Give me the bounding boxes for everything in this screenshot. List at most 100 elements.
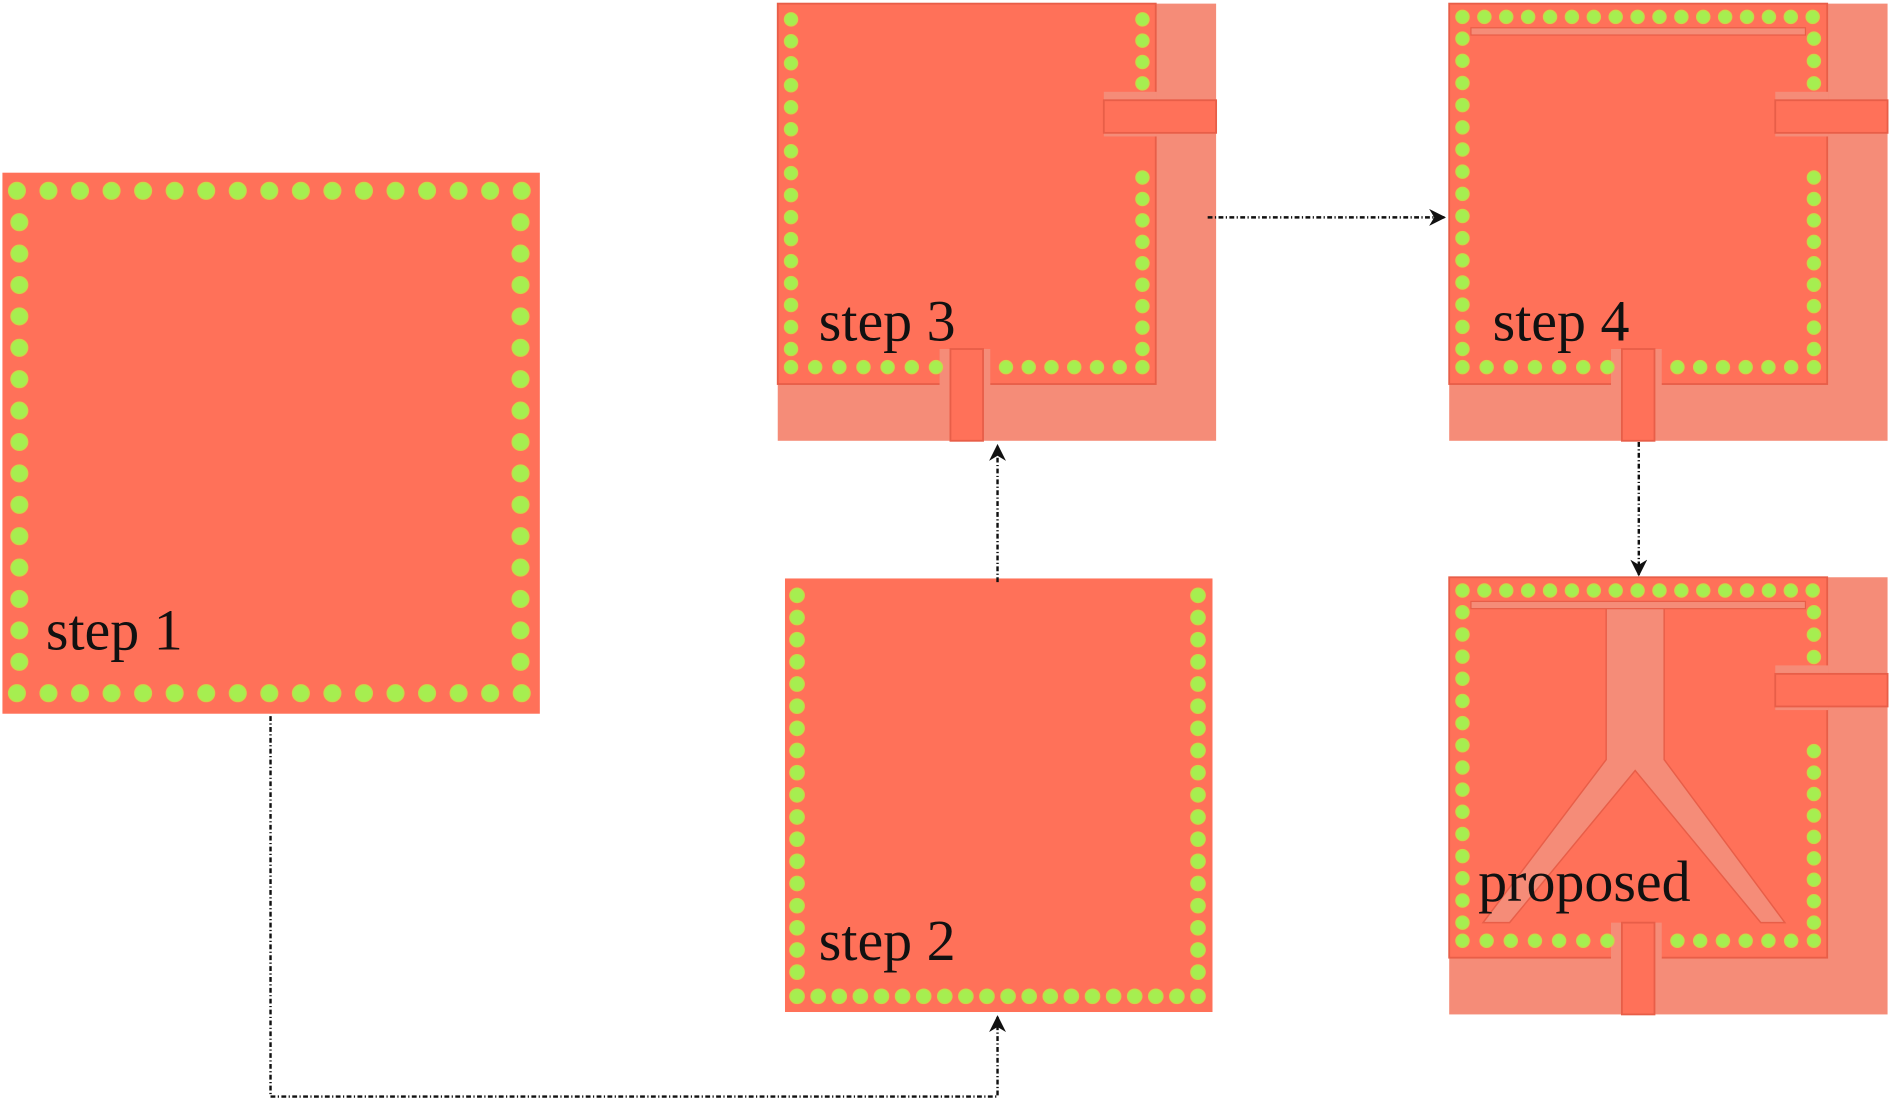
via-dot bbox=[1105, 988, 1122, 1005]
via-dot bbox=[936, 988, 953, 1005]
via-dot bbox=[1455, 782, 1470, 797]
via-dot bbox=[852, 988, 869, 1005]
via-dot bbox=[789, 786, 805, 803]
via-dot bbox=[323, 684, 342, 703]
via-dot bbox=[228, 684, 247, 703]
via-dot bbox=[1190, 631, 1206, 648]
via-dot bbox=[1542, 583, 1558, 598]
via-dot bbox=[512, 684, 531, 703]
via-dot bbox=[1717, 9, 1733, 25]
via-dot bbox=[1806, 213, 1822, 228]
via-dot bbox=[1806, 829, 1822, 845]
label-step1: step 1 bbox=[46, 598, 183, 663]
panel-step4 bbox=[1448, 2, 1889, 442]
via-dot bbox=[789, 654, 805, 670]
via-dot bbox=[789, 676, 805, 692]
via-dot bbox=[783, 253, 799, 269]
via-dot bbox=[1806, 627, 1822, 642]
patch bbox=[1448, 2, 1829, 385]
via-dot bbox=[1190, 764, 1206, 781]
via-dot bbox=[1021, 359, 1036, 375]
via-dot bbox=[1503, 933, 1519, 949]
via-dot bbox=[915, 988, 932, 1005]
via-dot bbox=[1190, 676, 1206, 692]
via-dot bbox=[511, 527, 530, 546]
via-dot bbox=[789, 587, 805, 604]
via-dot bbox=[1806, 893, 1822, 909]
via-dot bbox=[1190, 809, 1206, 825]
via-dot bbox=[1806, 359, 1822, 375]
via-dot bbox=[291, 181, 310, 200]
via-dot bbox=[1455, 208, 1470, 224]
via-dot bbox=[1738, 359, 1753, 375]
via-dot bbox=[1455, 804, 1470, 820]
label-step2: step 2 bbox=[819, 908, 956, 973]
panel-step1 bbox=[2, 172, 540, 714]
via-dot bbox=[1586, 583, 1602, 598]
via-dot bbox=[1783, 933, 1799, 949]
via-dot bbox=[1806, 765, 1822, 780]
via-dot bbox=[783, 341, 799, 357]
via-dot bbox=[1135, 191, 1150, 207]
via-dot bbox=[481, 684, 500, 703]
via-dot bbox=[789, 631, 805, 648]
via-dot bbox=[1190, 587, 1206, 604]
via-dot bbox=[511, 621, 530, 640]
via-dot bbox=[1135, 320, 1150, 335]
via-dot bbox=[1761, 359, 1776, 375]
via-dot bbox=[1692, 933, 1708, 949]
via-dot bbox=[511, 370, 530, 389]
via-dot bbox=[1761, 9, 1777, 25]
via-dot bbox=[134, 181, 153, 200]
via-dot bbox=[1455, 142, 1470, 157]
via-dot bbox=[1455, 31, 1470, 46]
via-dot bbox=[789, 919, 805, 936]
via-dot bbox=[1761, 583, 1777, 598]
via-dot bbox=[789, 809, 805, 825]
via-dot bbox=[1000, 988, 1016, 1005]
via-dot bbox=[1190, 831, 1206, 848]
via-dot bbox=[1806, 234, 1822, 250]
via-dot bbox=[1806, 256, 1822, 271]
via-dot bbox=[10, 464, 29, 483]
feed-line-bottom bbox=[1620, 921, 1656, 1016]
via-dot bbox=[291, 684, 310, 703]
via-dot bbox=[1455, 319, 1470, 335]
via-dot bbox=[1542, 9, 1558, 25]
feed-line-bottom bbox=[949, 348, 984, 442]
via-dot bbox=[1739, 9, 1755, 25]
via-dot bbox=[10, 527, 29, 546]
via-dot bbox=[1135, 359, 1150, 375]
via-dot bbox=[789, 742, 805, 759]
via-dot bbox=[1455, 893, 1470, 908]
via-dot bbox=[1806, 170, 1822, 185]
via-dot bbox=[1455, 760, 1470, 775]
via-dot bbox=[386, 684, 405, 703]
via-dot bbox=[511, 589, 530, 609]
panel-step2 bbox=[784, 578, 1213, 1013]
via-dot bbox=[1455, 671, 1470, 687]
via-dot bbox=[260, 181, 279, 200]
via-dot bbox=[998, 359, 1014, 375]
via-dot bbox=[1600, 933, 1615, 949]
via-dot bbox=[1455, 230, 1470, 246]
via-dot bbox=[1806, 872, 1822, 888]
panel-step3 bbox=[776, 2, 1218, 442]
via-dot bbox=[70, 181, 90, 200]
arrow-step1-to-step2 bbox=[269, 716, 1006, 1098]
via-dot bbox=[1806, 786, 1822, 802]
via-dot bbox=[511, 244, 530, 263]
feed-line-right bbox=[1774, 672, 1889, 708]
via-dot bbox=[1455, 53, 1470, 69]
via-dot bbox=[789, 942, 805, 958]
via-dot bbox=[7, 181, 26, 200]
via-dot bbox=[1551, 933, 1567, 949]
via-dot bbox=[783, 209, 799, 225]
via-dot bbox=[1520, 9, 1536, 25]
via-dot bbox=[1806, 915, 1822, 930]
via-dot bbox=[1455, 848, 1470, 864]
via-dot bbox=[1190, 919, 1206, 936]
via-dot bbox=[1455, 915, 1470, 930]
via-dot bbox=[783, 275, 799, 291]
via-dot bbox=[1190, 654, 1206, 670]
